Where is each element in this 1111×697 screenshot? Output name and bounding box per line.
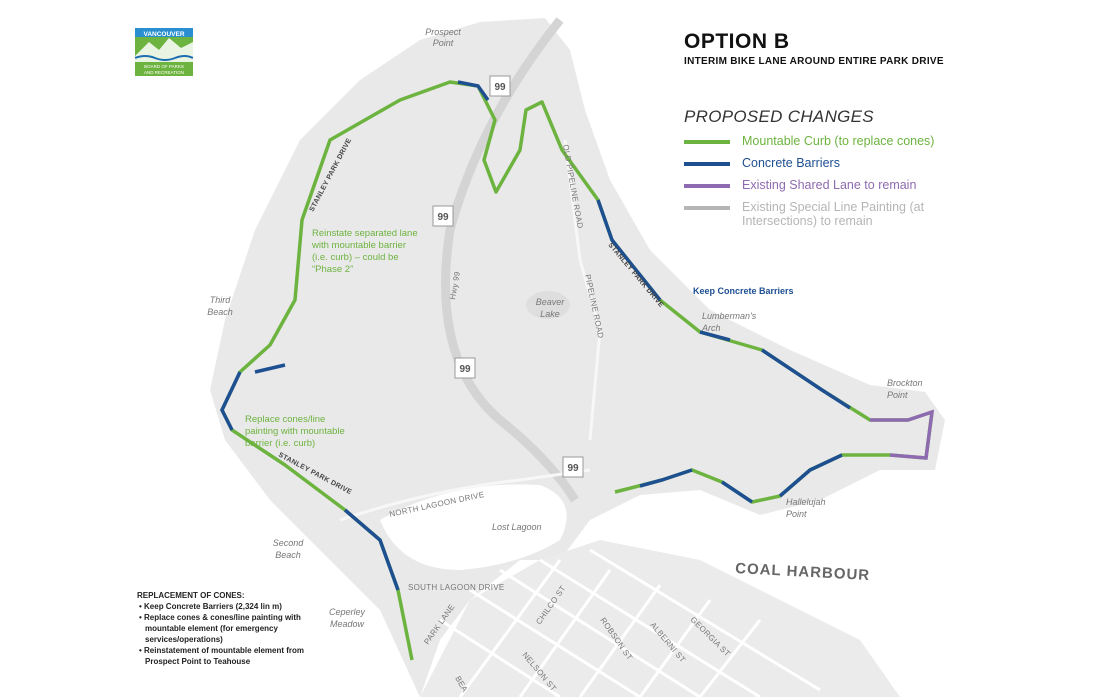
legend: Mountable Curb (to replace cones) Concre… bbox=[684, 134, 984, 236]
svg-text:BOARD OF PARKS: BOARD OF PARKS bbox=[144, 64, 184, 69]
svg-text:99: 99 bbox=[459, 364, 471, 375]
legend-item-line-painting: Existing Special Line Painting (at Inter… bbox=[684, 200, 984, 228]
legend-swatch bbox=[684, 184, 730, 188]
legend-item-mountable-curb: Mountable Curb (to replace cones) bbox=[684, 134, 984, 148]
route-concrete-barriers bbox=[220, 80, 851, 591]
legend-swatch bbox=[684, 140, 730, 144]
cones-item: • Keep Concrete Barriers (2,324 lin m) bbox=[139, 602, 282, 611]
legend-swatch bbox=[684, 162, 730, 166]
legend-label: Existing Shared Lane to remain bbox=[742, 178, 917, 192]
label-coal-harbour: COAL HARBOUR bbox=[735, 560, 871, 584]
cone-replacement-notes: REPLACEMENT OF CONES: • Keep Concrete Ba… bbox=[137, 590, 337, 667]
pipeline-road bbox=[563, 139, 602, 441]
legend-label: Concrete Barriers bbox=[742, 156, 840, 170]
north-lagoon-drive bbox=[339, 468, 591, 522]
svg-text:99: 99 bbox=[567, 463, 579, 474]
note-keep-barriers: Keep Concrete Barriers bbox=[693, 286, 794, 296]
legend-heading: PROPOSED CHANGES bbox=[684, 107, 874, 126]
page-subtitle: INTERIM BIKE LANE AROUND ENTIRE PARK DRI… bbox=[684, 56, 944, 67]
svg-text:99: 99 bbox=[494, 82, 506, 93]
cones-heading: REPLACEMENT OF CONES: bbox=[137, 591, 245, 600]
label-south-lagoon-drive: SOUTH LAGOON DRIVE bbox=[408, 583, 505, 592]
beaver-lake bbox=[526, 291, 570, 319]
cones-item: • Reinstatement of mountable element fro… bbox=[139, 646, 305, 666]
legend-swatch bbox=[684, 206, 730, 210]
page-title: OPTION B bbox=[684, 30, 790, 53]
label-lost-lagoon: Lost Lagoon bbox=[492, 522, 542, 532]
lost-lagoon bbox=[380, 484, 567, 570]
legend-item-concrete-barriers: Concrete Barriers bbox=[684, 156, 984, 170]
hwy-99-shields: 99 99 99 99 bbox=[432, 75, 584, 478]
highway-99 bbox=[441, 17, 579, 503]
legend-label: Mountable Curb (to replace cones) bbox=[742, 134, 935, 148]
legend-item-shared-lane: Existing Shared Lane to remain bbox=[684, 178, 984, 192]
vancouver-parks-logo: VANCOUVER BOARD OF PARKS AND RECREATION bbox=[134, 28, 194, 76]
cones-item: • Replace cones & cones/line painting wi… bbox=[139, 613, 301, 644]
route-shared-lane bbox=[870, 409, 935, 460]
legend-label: Existing Special Line Painting (at Inter… bbox=[742, 200, 925, 228]
svg-text:99: 99 bbox=[437, 212, 449, 223]
city-streets bbox=[439, 548, 821, 697]
city-area bbox=[420, 540, 900, 697]
svg-text:VANCOUVER: VANCOUVER bbox=[143, 31, 184, 38]
svg-text:AND RECREATION: AND RECREATION bbox=[144, 70, 184, 75]
